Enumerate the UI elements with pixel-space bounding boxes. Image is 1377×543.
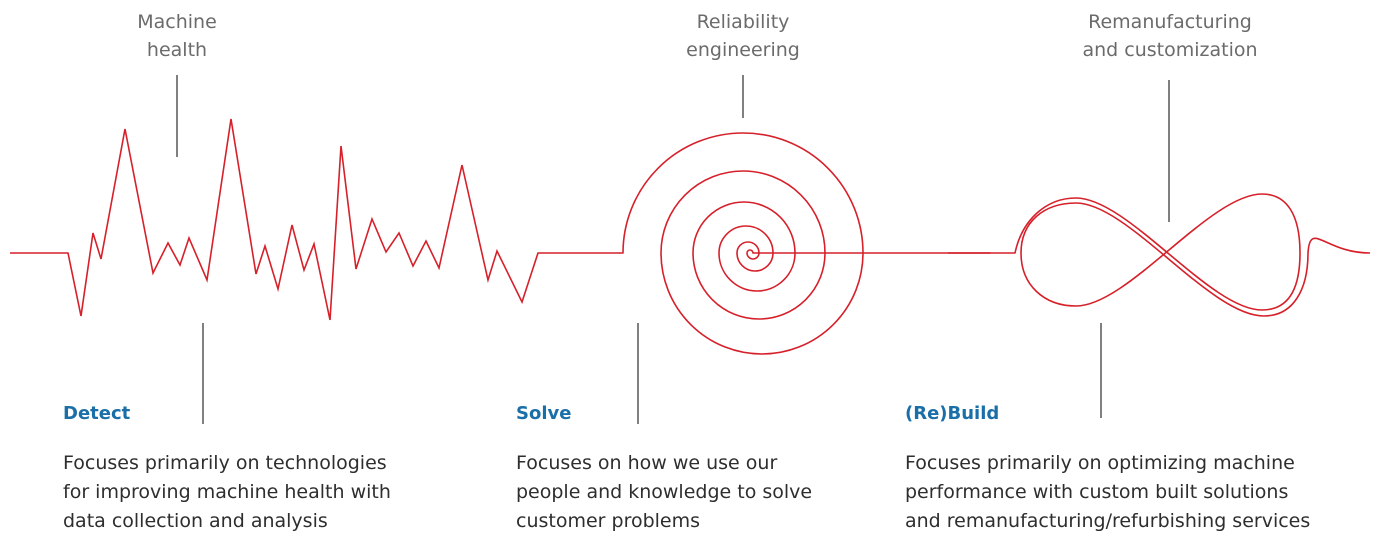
section-desc-detect-line3: data collection and analysis xyxy=(63,510,328,532)
reliability-spiral xyxy=(619,132,991,355)
section-desc-solve-line3: customer problems xyxy=(516,510,701,532)
label-machine-health-line2: health xyxy=(146,39,208,61)
section-desc-detect-line1: Focuses primarily on technologies xyxy=(63,452,387,474)
label-remanufacturing-line2: and customization xyxy=(1082,39,1258,61)
section-title-detect: Detect xyxy=(63,403,131,424)
section-desc-rebuild-line3: and remanufacturing/refurbishing service… xyxy=(905,510,1311,532)
section-desc-rebuild-line1: Focuses primarily on optimizing machine xyxy=(905,452,1295,474)
label-remanufacturing: Remanufacturing and customization xyxy=(1056,8,1284,64)
label-reliability-engineering: Reliability engineering xyxy=(660,8,826,64)
section-desc-detect-line2: for improving machine health with xyxy=(63,481,391,503)
section-desc-rebuild: Focuses primarily on optimizing machine … xyxy=(905,449,1310,536)
label-reliability-line1: Reliability xyxy=(696,11,790,33)
label-machine-health-line1: Machine xyxy=(137,11,217,33)
label-reliability-line2: engineering xyxy=(686,39,800,61)
label-remanufacturing-line1: Remanufacturing xyxy=(1088,11,1252,33)
section-title-rebuild: (Re)Build xyxy=(905,403,1000,424)
label-machine-health: Machine health xyxy=(110,8,244,64)
machine-health-waveform xyxy=(10,118,620,321)
section-desc-detect: Focuses primarily on technologies for im… xyxy=(63,449,391,536)
section-desc-solve: Focuses on how we use our people and kno… xyxy=(516,449,812,536)
remanufacturing-infinity xyxy=(948,193,1371,317)
section-title-solve: Solve xyxy=(516,403,572,424)
section-desc-solve-line2: people and knowledge to solve xyxy=(516,481,813,503)
section-desc-rebuild-line2: performance with custom built solutions xyxy=(905,481,1289,503)
section-desc-solve-line1: Focuses on how we use our xyxy=(516,452,778,474)
